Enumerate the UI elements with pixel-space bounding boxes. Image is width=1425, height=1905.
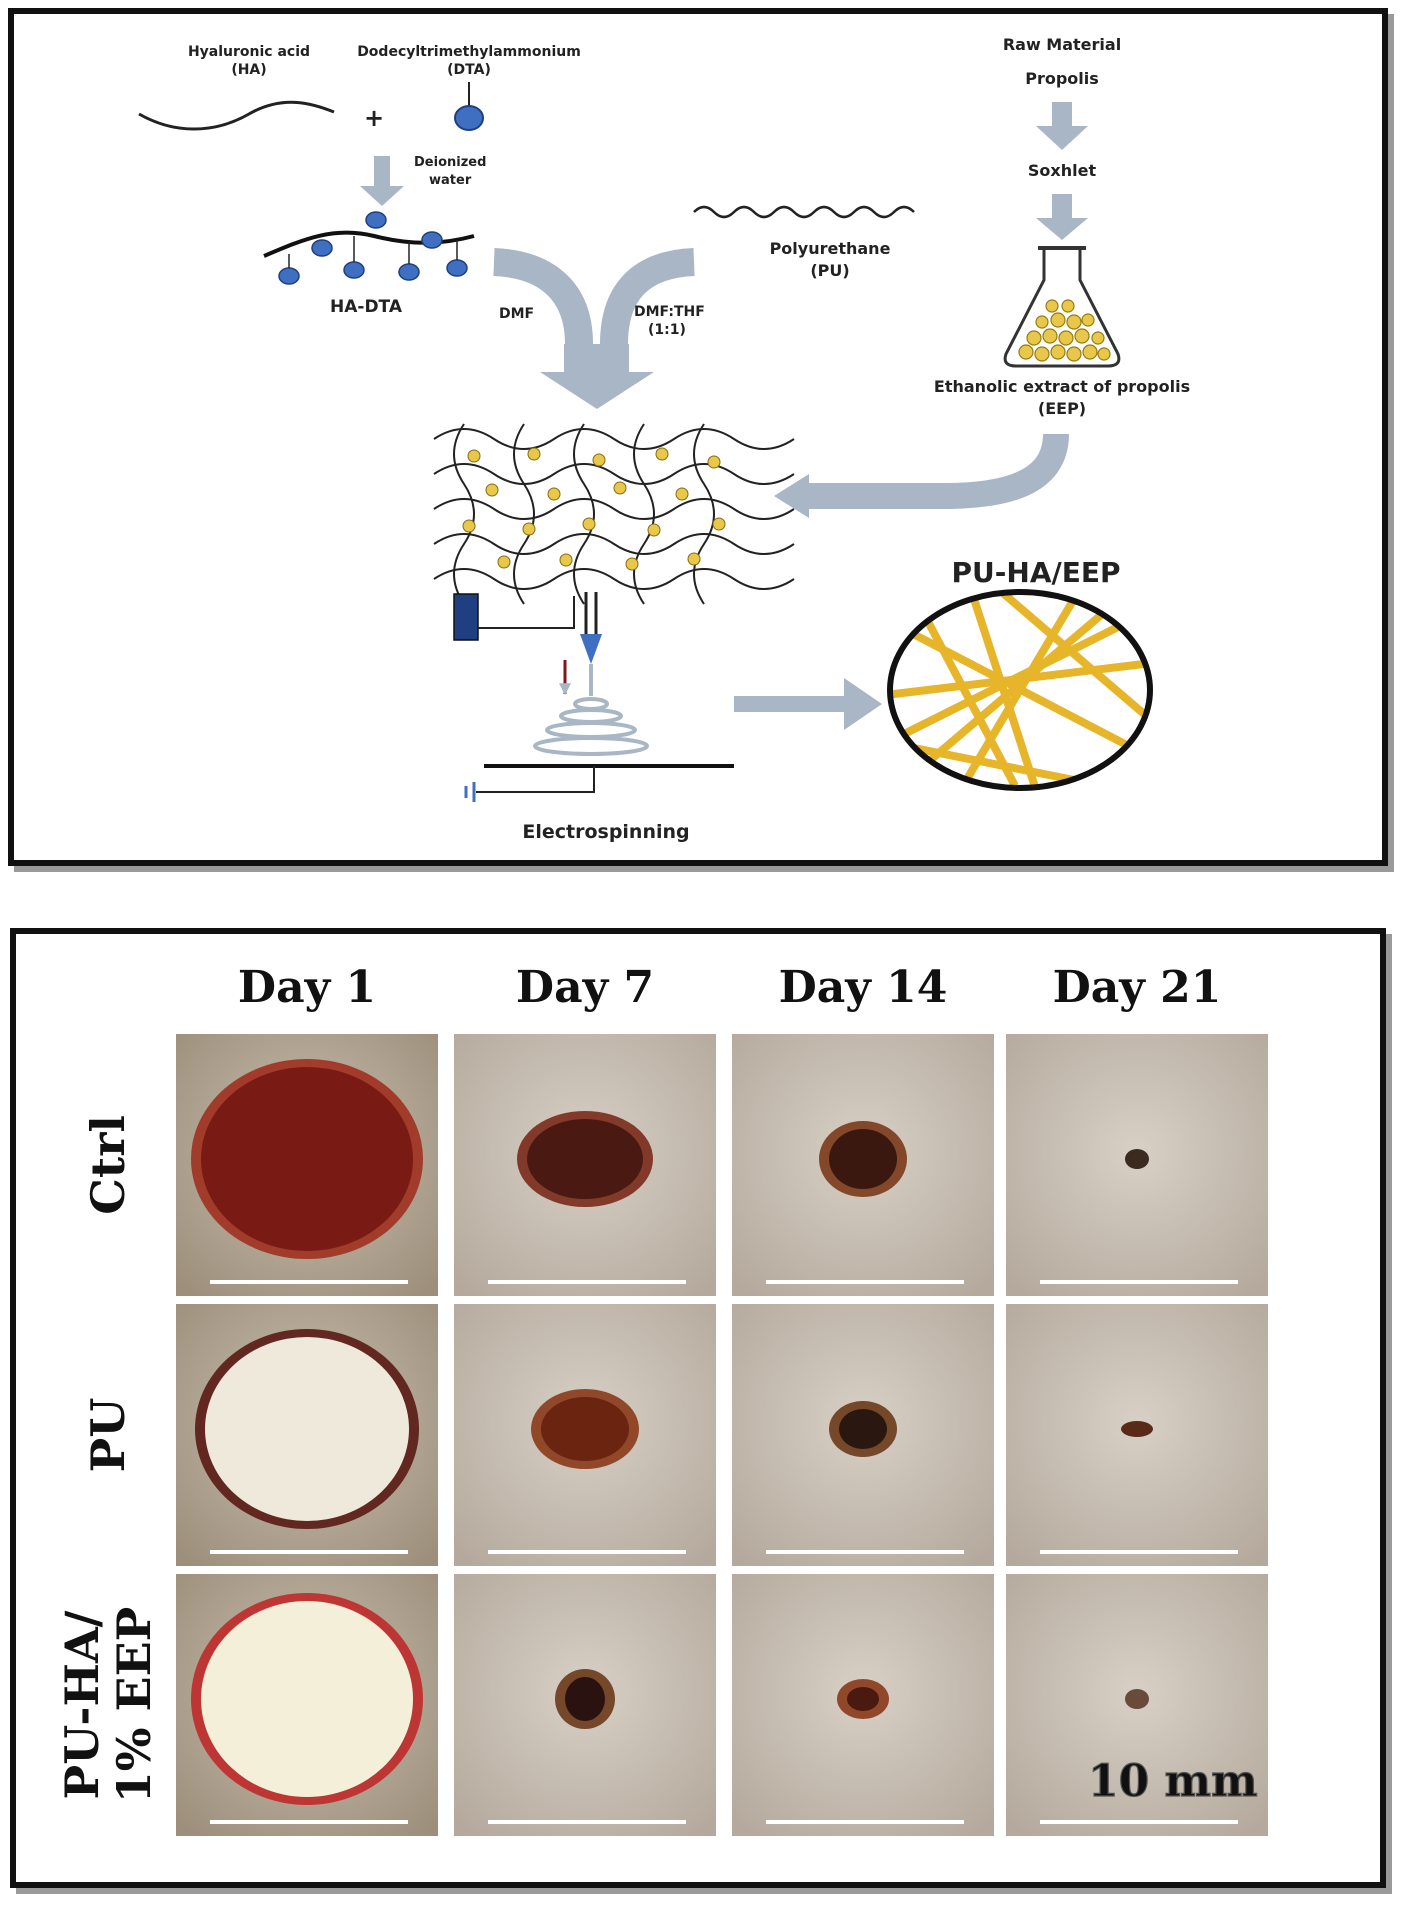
dressing-icon [205,1337,409,1521]
dmf-thf-label: DMF:THF [634,304,705,320]
deionized-label: Deionized [414,155,486,170]
wound-photo [176,1574,438,1836]
day-header: Day 14 [779,962,948,1013]
dressing-icon [201,1601,413,1797]
scale-bar-label: 10 mm [1088,1756,1258,1807]
wound-photo [454,1034,716,1296]
wound-photo [454,1304,716,1566]
arrow-down-icon [1036,102,1088,150]
wound-photo [454,1574,716,1836]
wound-icon [565,1677,605,1721]
pu-label: Polyurethane [770,239,891,258]
pu-abbrev: (PU) [810,261,849,280]
polymer-mesh-icon [433,423,795,605]
dta-bead-icon [454,105,484,131]
ha-dta-complex-icon [263,211,475,285]
ha-dta-label: HA-DTA [330,297,403,317]
wound-icon [847,1687,879,1711]
ha-abbrev: (HA) [231,62,266,78]
wound-icon [541,1397,629,1461]
eep-label: Ethanolic extract of propolis [934,377,1190,396]
dmf-thf-ratio: (1:1) [648,322,686,338]
flask-icon [1003,246,1121,368]
eep-abbrev: (EEP) [1038,399,1086,418]
day-header-row: Day 1 Day 7 Day 14 Day 21 [238,962,1221,1013]
dta-abbrev: (DTA) [447,62,491,78]
synthesis-scheme: Hyaluronic acid (HA) Dodecyltrimethylamm… [138,35,1190,843]
merge-arrow-icon [493,248,695,409]
dta-label: Dodecyltrimethylammonium [357,44,581,60]
wound-photo [1006,1034,1268,1296]
ha-label: Hyaluronic acid [188,44,310,60]
nanofiber-mat-icon [887,589,1153,791]
wound-photo [732,1034,994,1296]
group-label: Ctrl [81,1115,135,1215]
raw-material-label: Raw Material [1003,35,1121,54]
product-label: PU-HA/EEP [952,556,1121,589]
soxhlet-label: Soxhlet [1028,161,1097,180]
day-header: Day 7 [516,962,654,1013]
wound-photo-grid [176,1034,1268,1836]
ground-icon [464,782,476,802]
arrow-down-icon [1036,194,1088,240]
group-label: PU [81,1398,135,1473]
day-header: Day 1 [238,962,376,1013]
water-label: water [429,173,472,188]
wound-photo [176,1034,438,1296]
ha-chain-icon [138,100,335,131]
syringe-pump-icon [453,593,479,641]
dmf-label: DMF [499,306,534,322]
wound-icon [527,1119,643,1199]
needle-tip-icon [580,634,602,664]
wound-icon [1125,1149,1149,1169]
wound-photo [732,1304,994,1566]
wound-icon [839,1409,887,1449]
wound-icon [201,1067,413,1251]
wound-icon [1125,1689,1149,1709]
group-label: 1% EEP [107,1607,161,1803]
wound-photo [1006,1574,1268,1836]
wound-photo [732,1574,994,1836]
electrospinning-setup-icon [453,592,734,802]
wound-photo [176,1304,438,1566]
wound-icon [1121,1421,1153,1437]
curved-arrow-icon [774,433,1069,518]
group-label: PU-HA/ [55,1610,109,1799]
arrow-right-icon [734,678,882,730]
jet-spiral-icon [533,664,649,756]
wound-icon [829,1129,897,1189]
pu-chain-icon [693,205,915,219]
propolis-label: Propolis [1025,69,1099,88]
plus-sign: + [364,104,384,132]
synthesis-scheme-panel: Hyaluronic acid (HA) Dodecyltrimethylamm… [8,8,1388,866]
day-header: Day 21 [1053,962,1222,1013]
electrospinning-label: Electrospinning [522,821,689,843]
arrow-down-icon [360,156,404,206]
wound-photo [1006,1304,1268,1566]
